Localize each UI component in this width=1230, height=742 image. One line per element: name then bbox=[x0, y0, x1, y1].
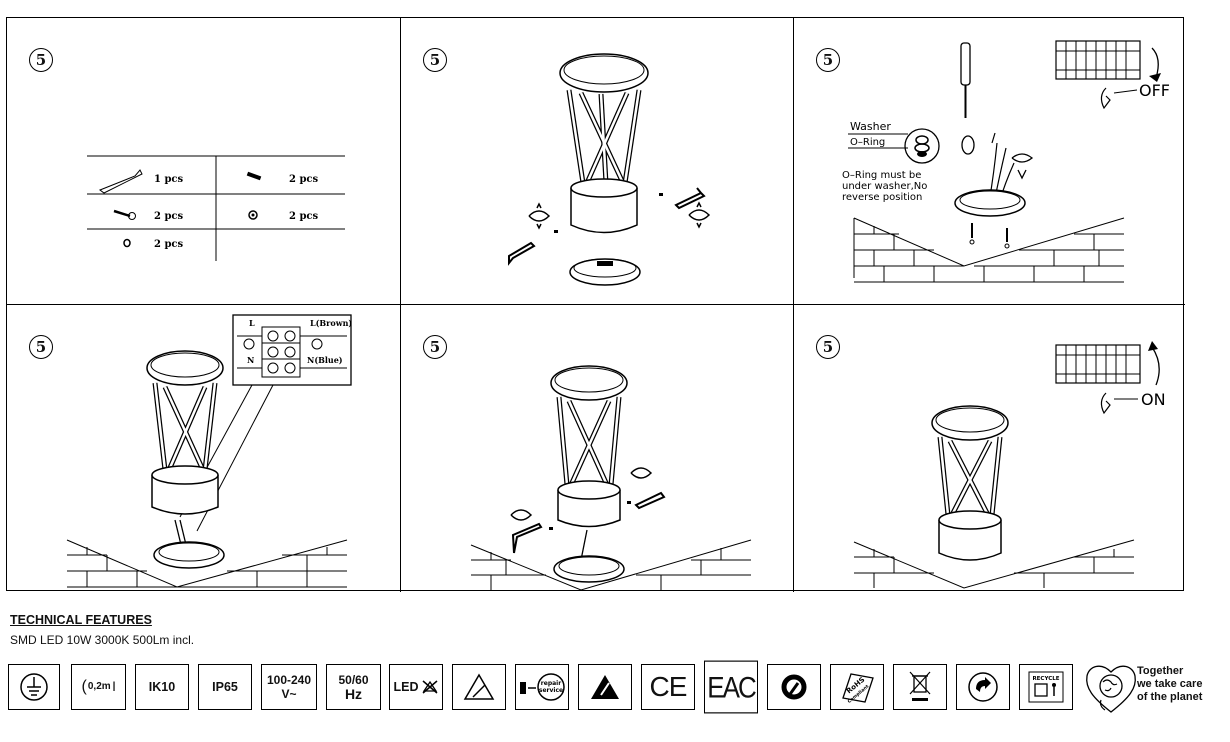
ground-class-icon bbox=[8, 664, 60, 710]
planet-heart-icon bbox=[1086, 665, 1136, 713]
led-not-replaceable-icon: LED bbox=[389, 664, 443, 710]
warning-triangle-icon bbox=[452, 664, 506, 710]
technical-features-text: SMD LED 10W 3000K 500Lm incl. bbox=[10, 633, 195, 647]
qty-allen-key: 1 pcs bbox=[154, 174, 184, 185]
recycle-paper-icon: RECYCLE bbox=[1019, 664, 1073, 710]
o-ring-label: O–Ring bbox=[850, 137, 885, 148]
note-line-1: O–Ring must be bbox=[842, 170, 921, 181]
step-number: 5 bbox=[423, 335, 447, 359]
on-label: ON bbox=[1141, 390, 1166, 409]
screw-icon bbox=[246, 171, 262, 181]
planet-slogan: Together we take care of the planet bbox=[1137, 665, 1203, 703]
green-dot-icon bbox=[767, 664, 821, 710]
terminal-n-blue-label: N(Blue) bbox=[307, 355, 343, 365]
technical-features-title: TECHNICAL FEATURES bbox=[10, 613, 152, 627]
note-line-3: reverse position bbox=[842, 192, 922, 203]
terminal-n-label: N bbox=[247, 355, 254, 365]
brick-wall bbox=[853, 217, 1125, 283]
step-panel-parts: 5 bbox=[7, 18, 401, 305]
off-label: OFF bbox=[1139, 81, 1170, 100]
power-on-illustration: ON bbox=[853, 341, 1166, 589]
step-panel-power-on: 5 ON bbox=[794, 305, 1185, 592]
step-number: 5 bbox=[423, 48, 447, 72]
svg-text:RECYCLE: RECYCLE bbox=[1032, 676, 1059, 682]
svg-text:service: service bbox=[539, 687, 563, 694]
qty-bolt: 2 pcs bbox=[154, 211, 184, 222]
parts-table: 1 pcs 2 pcs 2 pcs 2 pcs 2 pcs bbox=[87, 155, 345, 261]
wiring-prep-illustration: OFF Washer O–Ring O–Ring must be under w… bbox=[842, 40, 1170, 283]
ip-rating-icon: IP65 bbox=[198, 664, 252, 710]
step-number: 5 bbox=[29, 335, 53, 359]
recycle-arrow-icon bbox=[956, 664, 1010, 710]
step-panel-wiring-prep: 5 OFF bbox=[794, 18, 1185, 305]
ik-rating-icon: IK10 bbox=[135, 664, 189, 710]
step-number: 5 bbox=[29, 48, 53, 72]
step-number: 5 bbox=[816, 48, 840, 72]
eac-mark-icon: EAC bbox=[704, 660, 758, 714]
bolt-icon bbox=[113, 209, 136, 220]
distance-icon: (0,2m| bbox=[71, 664, 126, 710]
circuit-breaker-icon bbox=[1055, 341, 1160, 415]
instruction-grid: 5 bbox=[6, 17, 1185, 592]
allen-key-icon bbox=[98, 169, 143, 194]
wiring-illustration: L L(Brown) N N(Blue) bbox=[66, 314, 352, 588]
qty-o-ring: 2 pcs bbox=[154, 239, 184, 250]
svg-text:repair: repair bbox=[541, 680, 561, 687]
washer-label: Washer bbox=[850, 120, 891, 133]
step-panel-wiring: 5 L L(Brown) N N(Blue) bbox=[7, 305, 401, 592]
terminal-block bbox=[232, 314, 352, 386]
step-panel-assembly: 5 bbox=[401, 305, 794, 592]
note-line-2: under washer,No bbox=[842, 181, 927, 192]
qty-washer: 2 pcs bbox=[289, 211, 319, 222]
step-number: 5 bbox=[816, 335, 840, 359]
screwdriver-icon bbox=[960, 42, 971, 118]
washer-icon bbox=[248, 210, 258, 220]
step-panel-disassembly: 5 bbox=[401, 18, 794, 305]
lamp-disassembly-illustration bbox=[508, 53, 711, 286]
qty-screw: 2 pcs bbox=[289, 174, 319, 185]
ce-mark-icon: CE bbox=[641, 664, 695, 710]
o-ring-icon bbox=[123, 238, 131, 248]
assembly-illustration bbox=[470, 365, 752, 591]
circuit-breaker-icon bbox=[1055, 40, 1161, 110]
terminal-l-brown-label: L(Brown) bbox=[310, 318, 352, 328]
weee-bin-icon bbox=[893, 664, 947, 710]
terminal-l-label: L bbox=[249, 318, 255, 328]
esd-warning-icon bbox=[578, 664, 632, 710]
